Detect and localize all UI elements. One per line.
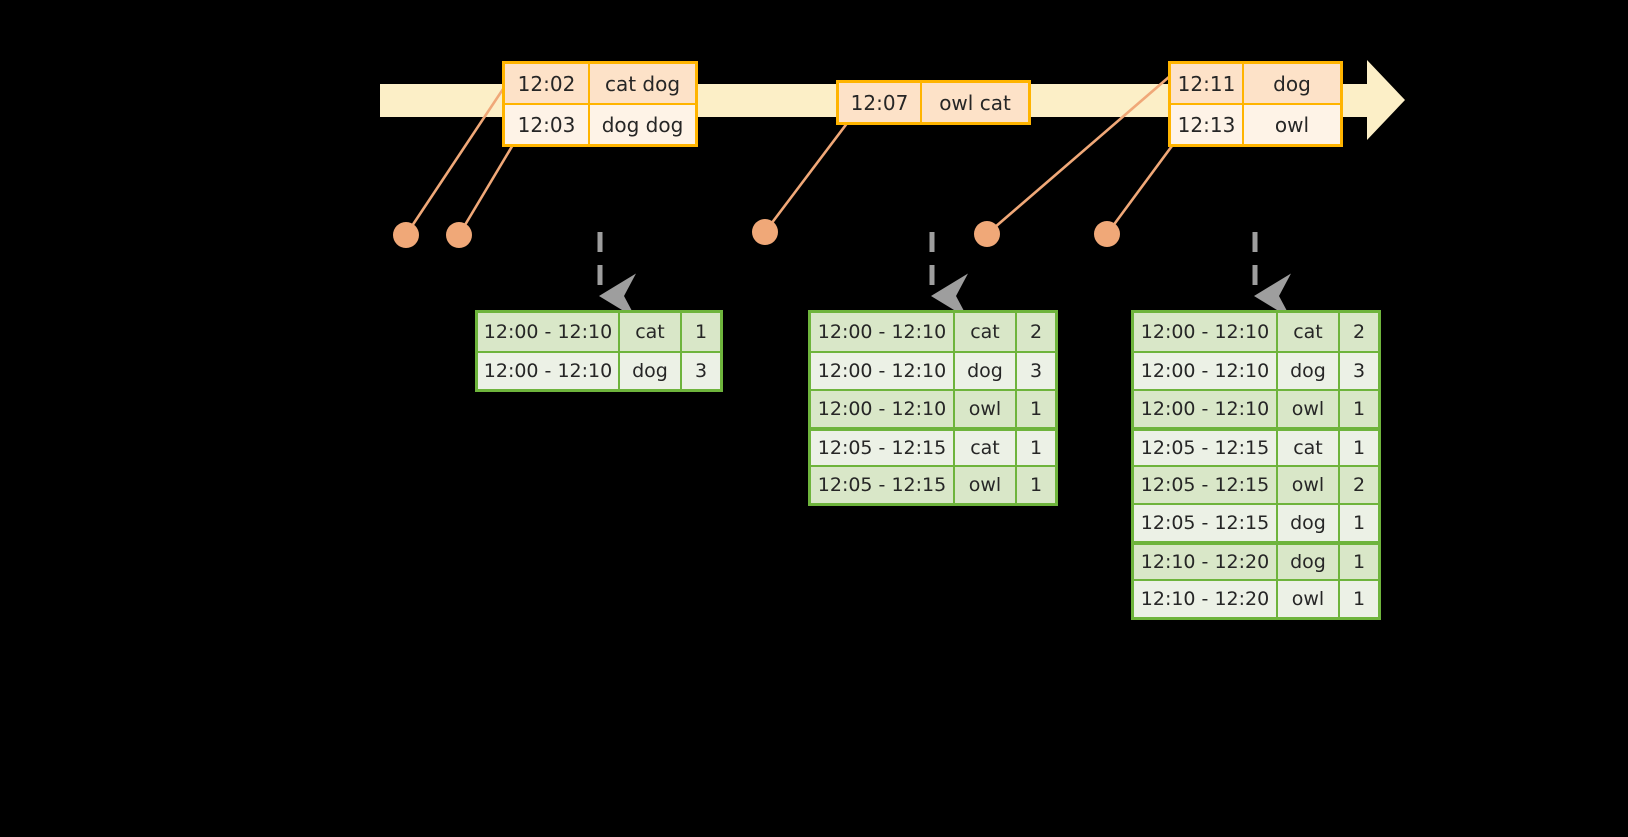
connector-line-3: [763, 117, 853, 233]
event-box-1[interactable]: 12:02 cat dog 12:03 dog dog: [502, 61, 698, 147]
window-cell: 12:00 - 12:10: [478, 313, 620, 351]
event-value: owl: [1244, 105, 1340, 144]
event-dot-4: [974, 221, 1000, 247]
key-cell: dog: [955, 353, 1017, 389]
event-dot-3: [752, 219, 778, 245]
key-cell: cat: [955, 313, 1017, 351]
event-time: 12:07: [839, 83, 922, 122]
key-cell: owl: [955, 467, 1017, 503]
key-cell: dog: [1278, 505, 1340, 541]
count-cell: 3: [682, 353, 720, 389]
event-box-3[interactable]: 12:11 dog 12:13 owl: [1168, 61, 1343, 147]
event-time: 12:13: [1171, 105, 1244, 144]
count-cell: 3: [1017, 353, 1055, 389]
event-box-2[interactable]: 12:07 owl cat: [836, 80, 1031, 125]
count-cell: 1: [1340, 391, 1378, 427]
count-cell: 1: [1340, 431, 1378, 465]
event-time: 12:02: [505, 64, 590, 103]
window-cell: 12:10 - 12:20: [1134, 581, 1278, 617]
window-cell: 12:05 - 12:15: [1134, 505, 1278, 541]
window-cell: 12:00 - 12:10: [811, 391, 955, 427]
event-value: cat dog: [590, 64, 695, 103]
window-cell: 12:00 - 12:10: [1134, 391, 1278, 427]
window-cell: 12:00 - 12:10: [478, 353, 620, 389]
event-row: 12:11 dog: [1171, 64, 1340, 103]
event-row: 12:02 cat dog: [505, 64, 695, 103]
key-cell: owl: [1278, 467, 1340, 503]
event-dots: [393, 219, 1120, 248]
event-row: 12:13 owl: [1171, 103, 1340, 144]
dashed-arrows: [597, 232, 1291, 319]
count-cell: 1: [682, 313, 720, 351]
event-time: 12:11: [1171, 64, 1244, 103]
key-cell: cat: [620, 313, 682, 351]
event-value: owl cat: [922, 83, 1028, 122]
window-cell: 12:05 - 12:15: [811, 467, 955, 503]
event-value: dog: [1244, 64, 1340, 103]
count-cell: 1: [1340, 545, 1378, 579]
key-cell: dog: [620, 353, 682, 389]
event-dot-1: [393, 222, 419, 248]
event-dot-5: [1094, 221, 1120, 247]
key-cell: owl: [1278, 391, 1340, 427]
window-cell: 12:00 - 12:10: [1134, 353, 1278, 389]
key-cell: cat: [1278, 313, 1340, 351]
window-cell: 12:05 - 12:15: [1134, 431, 1278, 465]
window-cell: 12:10 - 12:20: [1134, 545, 1278, 579]
window-cell: 12:00 - 12:10: [811, 353, 955, 389]
key-cell: owl: [955, 391, 1017, 427]
key-cell: cat: [955, 431, 1017, 465]
key-cell: owl: [1278, 581, 1340, 617]
event-dot-2: [446, 222, 472, 248]
window-cell: 12:00 - 12:10: [811, 313, 955, 351]
window-cell: 12:05 - 12:15: [811, 431, 955, 465]
key-cell: dog: [1278, 545, 1340, 579]
event-row: 12:07 owl cat: [839, 83, 1028, 122]
count-cell: 1: [1017, 391, 1055, 427]
event-value: dog dog: [590, 105, 695, 144]
event-row: 12:03 dog dog: [505, 103, 695, 144]
count-cell: 2: [1017, 313, 1055, 351]
connector-line-2: [457, 132, 522, 236]
count-cell: 2: [1340, 467, 1378, 503]
count-cell: 1: [1340, 581, 1378, 617]
count-cell: 1: [1340, 505, 1378, 541]
event-time: 12:03: [505, 105, 590, 144]
count-cell: 1: [1017, 467, 1055, 503]
window-cell: 12:00 - 12:10: [1134, 313, 1278, 351]
window-cell: 12:05 - 12:15: [1134, 467, 1278, 503]
count-cell: 1: [1017, 431, 1055, 465]
count-cell: 2: [1340, 313, 1378, 351]
count-cell: 3: [1340, 353, 1378, 389]
key-cell: cat: [1278, 431, 1340, 465]
key-cell: dog: [1278, 353, 1340, 389]
